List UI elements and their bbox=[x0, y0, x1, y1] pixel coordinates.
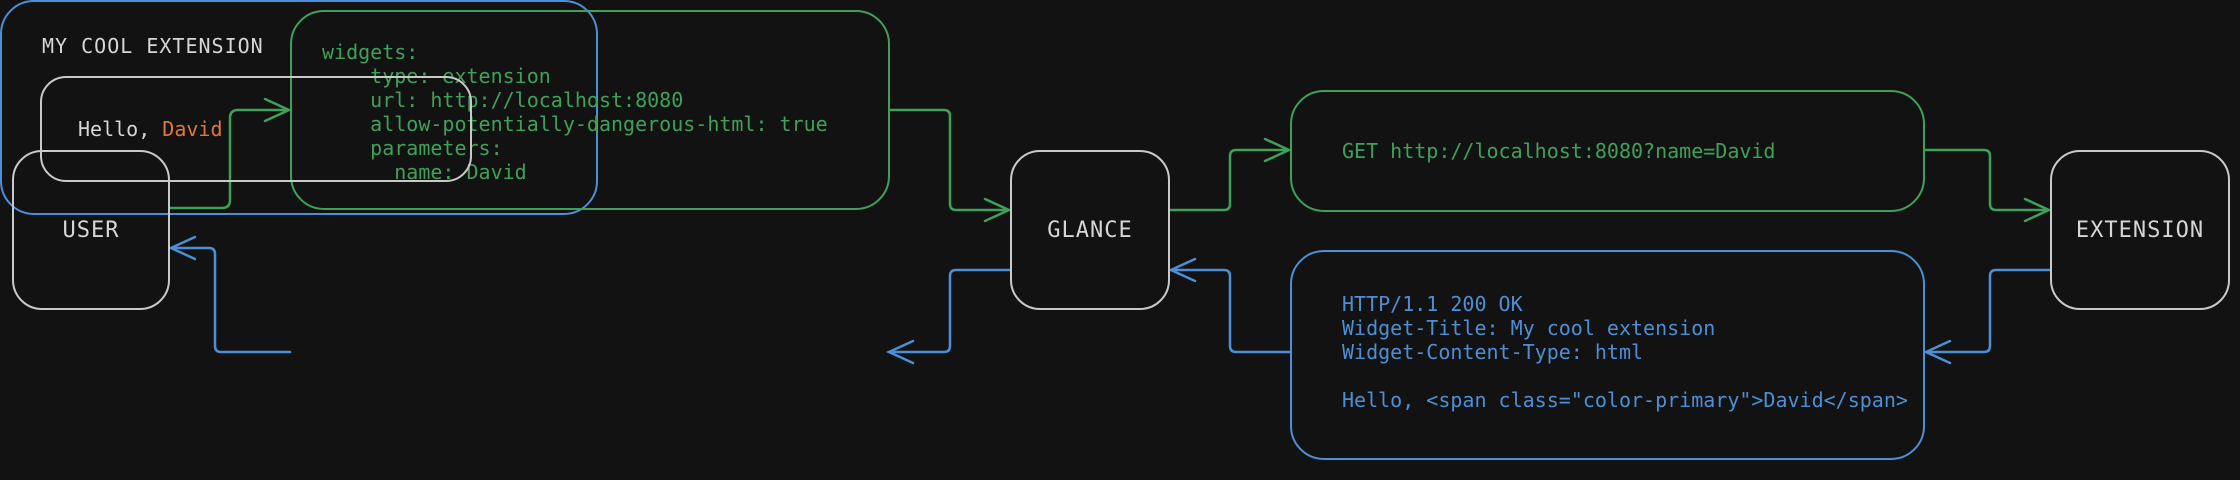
glance-node: GLANCE bbox=[1010, 150, 1170, 310]
config-yaml-text: widgets: - type: extension url: http://l… bbox=[322, 40, 828, 184]
arrow-response-to-glance bbox=[1167, 257, 1292, 354]
extension-node: EXTENSION bbox=[2050, 150, 2230, 310]
http-request-box: GET http://localhost:8080?name=David bbox=[1290, 90, 1925, 212]
widget-preview-box: MY COOL EXTENSION Hello, David bbox=[0, 0, 598, 215]
arrowhead-left-icon bbox=[1167, 257, 1197, 283]
widget-greeting-name: David bbox=[162, 117, 223, 141]
arrowhead-right-icon bbox=[1263, 137, 1293, 163]
user-node-label: USER bbox=[62, 217, 120, 243]
arrow-glance-to-widget bbox=[885, 268, 1012, 365]
extension-node-label: EXTENSION bbox=[2075, 217, 2205, 243]
http-request-text: GET http://localhost:8080?name=David bbox=[1342, 139, 1776, 163]
widget-greeting: Hello, David bbox=[78, 117, 223, 141]
widget-preview-content-box: Hello, David bbox=[40, 76, 472, 182]
arrow-user-to-config bbox=[168, 97, 293, 210]
arrowhead-left-icon bbox=[885, 339, 915, 365]
http-response-text: HTTP/1.1 200 OK Widget-Title: My cool ex… bbox=[1342, 292, 1908, 412]
arrow-widget-to-user bbox=[167, 235, 292, 354]
arrow-extension-to-response bbox=[1922, 268, 2052, 365]
widget-greeting-prefix: Hello, bbox=[78, 117, 163, 141]
arrowhead-left-icon bbox=[167, 235, 197, 261]
arrowhead-right-icon bbox=[983, 197, 1013, 223]
glance-node-label: GLANCE bbox=[1047, 217, 1133, 243]
arrow-glance-to-request bbox=[1168, 137, 1293, 212]
arrow-request-to-extension bbox=[1923, 148, 2053, 223]
http-response-box: HTTP/1.1 200 OK Widget-Title: My cool ex… bbox=[1290, 250, 1925, 460]
arrowhead-right-icon bbox=[2023, 197, 2053, 223]
config-yaml-box: widgets: - type: extension url: http://l… bbox=[290, 10, 890, 210]
widget-preview-title: MY COOL EXTENSION bbox=[42, 34, 264, 58]
arrowhead-left-icon bbox=[1922, 339, 1952, 365]
arrow-config-to-glance bbox=[888, 108, 1013, 223]
arrowhead-right-icon bbox=[263, 97, 293, 123]
user-node: USER bbox=[12, 150, 170, 310]
